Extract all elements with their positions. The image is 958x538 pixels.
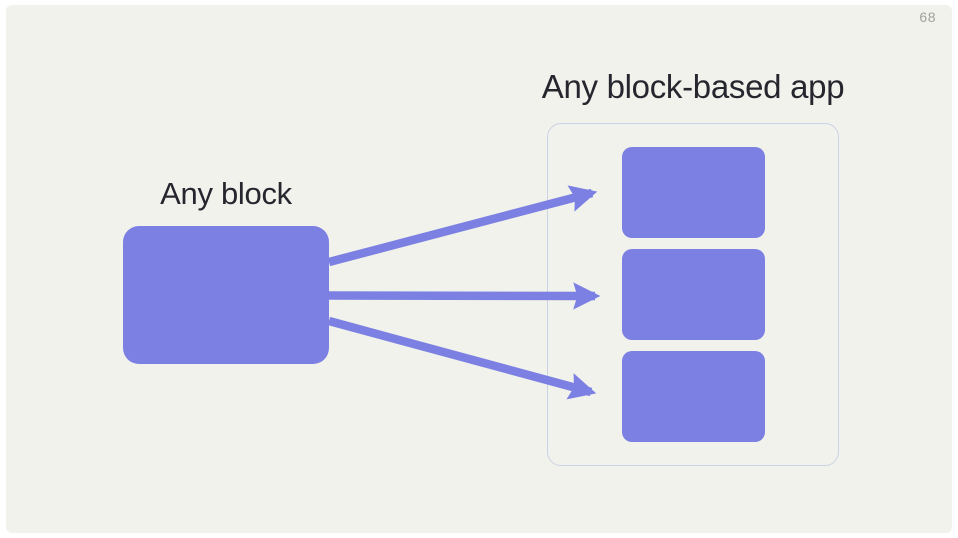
page-number: 68 [919, 9, 936, 25]
source-block [123, 226, 329, 364]
source-block-label: Any block [160, 176, 292, 211]
target-app-title: Any block-based app [541, 68, 845, 105]
target-block [622, 249, 765, 340]
target-block [622, 351, 765, 442]
target-block [622, 147, 765, 238]
app-container-box [547, 123, 839, 466]
